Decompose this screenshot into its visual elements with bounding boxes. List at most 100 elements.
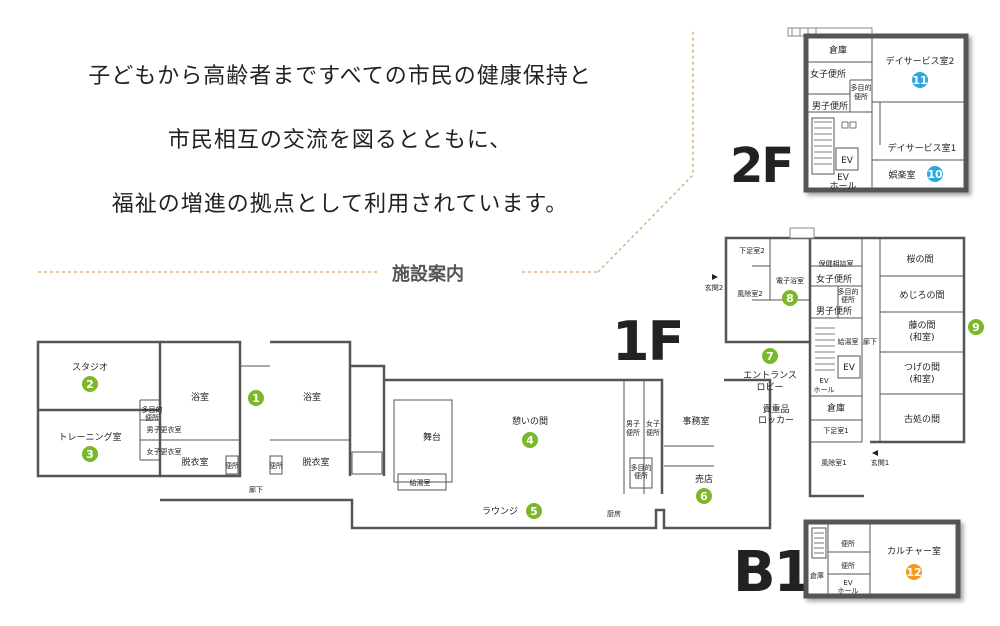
- entrance-door-2-label: 玄関2: [705, 283, 723, 292]
- electric-bath-label: 電子浴室: [776, 276, 804, 285]
- 2f-storage-label: 倉庫: [829, 44, 847, 56]
- svg-text:8: 8: [786, 292, 794, 305]
- floor-2f-plan: 倉庫 女子便所 多目的 便所 男子便所 EV EV ホール デイサービス室2 デ…: [787, 27, 969, 193]
- 2f-ev-hall-label-b: ホール: [829, 181, 856, 192]
- 2f-recreation-label: 娯楽室: [888, 169, 915, 181]
- womens-wc3-label: 女子便所: [816, 273, 852, 285]
- badge-1: 1: [248, 390, 264, 406]
- corridor2-label: 廊下: [863, 337, 877, 346]
- 1f-ev-hall-label-b: ホール: [814, 386, 835, 394]
- svg-text:9: 9: [972, 321, 980, 334]
- intro-line-2: 市民相互の交流を図るとともに、: [167, 128, 513, 153]
- fuji-label-b: (和室): [909, 331, 934, 343]
- kitchen-label: 厨房: [607, 509, 621, 518]
- changing-left-label: 脱衣室: [181, 456, 208, 468]
- badge-2: 2: [82, 376, 98, 392]
- floor-label-2f: 2F: [730, 138, 794, 194]
- 2f-day-service-2-label: デイサービス室2: [886, 55, 955, 67]
- 1f-ev-hall-label-a: EV: [819, 377, 828, 385]
- badge-8: 8: [782, 290, 798, 306]
- mejiro-label: めじろの間: [899, 290, 944, 301]
- womens-wc-label-a: 女子: [646, 419, 660, 428]
- b1-wc-label-b: 便所: [841, 561, 855, 570]
- toilet-b-label: 便所: [269, 461, 283, 470]
- culture-label: カルチャー室: [887, 545, 941, 557]
- windbreak-1-label: 風除室1: [821, 458, 846, 467]
- training-label: トレーニング室: [58, 431, 121, 443]
- 2f-day-service-1-label: デイサービス室1: [888, 142, 957, 154]
- womens-changing-label: 女子更衣室: [147, 447, 182, 456]
- badge-11: 11: [912, 72, 928, 88]
- 2f-mens-wc-label: 男子便所: [812, 100, 848, 112]
- womens-wc-label-b: 便所: [646, 428, 660, 437]
- b1-ev-hall-label-a: EV: [843, 579, 852, 587]
- svg-text:3: 3: [86, 448, 94, 461]
- b1-storage-label: 倉庫: [810, 571, 824, 580]
- svg-text:6: 6: [700, 490, 708, 503]
- 1f-multi-wc-label-a: 多目的: [142, 405, 163, 414]
- 1f-multi-wc-label-b: 便所: [145, 413, 159, 422]
- intro-line-3: 福祉の増進の拠点として利用されています。: [111, 192, 569, 217]
- badge-6: 6: [696, 488, 712, 504]
- 1f-storage-label: 倉庫: [827, 402, 845, 414]
- valuables-label-b: ロッカー: [758, 415, 794, 426]
- toilet-a-label: 便所: [225, 461, 239, 470]
- 2f-multi-wc-label-b: 便所: [854, 92, 868, 101]
- kyutoshitsu-label: 給湯室: [410, 478, 431, 487]
- shoe-room-1-label: 下足室1: [823, 426, 848, 435]
- floor-label-b1: B1: [733, 540, 813, 605]
- fuji-label-a: 藤の間: [908, 319, 935, 331]
- guide-lines: [38, 30, 694, 273]
- tsuge-label-a: つげの間: [904, 362, 940, 373]
- office-label: 事務室: [682, 415, 709, 427]
- bath-right-label: 浴室: [303, 391, 321, 403]
- entrance-door-1-label: 玄関1: [871, 458, 889, 467]
- svg-text:12: 12: [906, 566, 921, 579]
- multi-wc3-label-b: 便所: [841, 295, 855, 304]
- mens-changing-label: 男子更衣室: [147, 425, 182, 434]
- badge-9: 9: [968, 319, 984, 335]
- mens-wc3-label: 男子便所: [816, 305, 852, 317]
- badge-3: 3: [82, 446, 98, 462]
- multi-wc2-label-b: 便所: [634, 471, 648, 480]
- b1-ev-hall-label-b: ホール: [838, 587, 859, 595]
- floor-b1-plan: 倉庫 便所 便所 EV ホール カルチャー室 12: [803, 519, 961, 599]
- intro-line-1: 子どもから高齢者まですべての市民の健康保持と: [88, 64, 592, 89]
- floor-1f-plan: スタジオ トレーニング室 多目的 便所 男子更衣室 女子更衣室 浴室 浴室 脱衣…: [36, 227, 984, 530]
- badge-7: 7: [762, 348, 778, 364]
- badge-10: 10: [927, 166, 943, 182]
- corridor-label: 廊下: [249, 485, 263, 494]
- badge-4: 4: [522, 432, 538, 448]
- svg-text:5: 5: [530, 505, 538, 518]
- stage-label: 舞台: [423, 431, 441, 443]
- 2f-ev-hall-label-a: EV: [837, 173, 850, 183]
- health-consult-label: 保健相談室: [819, 259, 854, 268]
- kokihan-label: 古処の間: [904, 413, 940, 425]
- 2f-multi-wc-label-a: 多目的: [851, 83, 872, 92]
- mens-wc-label-a: 男子: [626, 420, 640, 428]
- sakura-label: 桜の間: [906, 253, 933, 265]
- lounge-label: ラウンジ: [482, 506, 518, 517]
- tsuge-label-b: (和室): [909, 373, 934, 385]
- svg-text:10: 10: [927, 168, 943, 181]
- svg-text:7: 7: [766, 350, 774, 363]
- 1f-ev-label: EV: [843, 363, 856, 373]
- windbreak-2-label: 風除室2: [737, 289, 762, 298]
- entrance-label-b: ロビー: [756, 382, 783, 393]
- shop-label: 売店: [695, 473, 713, 485]
- changing-right-label: 脱衣室: [302, 456, 329, 468]
- badge-5: 5: [526, 503, 542, 519]
- floor-label-1f: 1F: [612, 310, 684, 373]
- svg-text:11: 11: [912, 74, 927, 87]
- studio-label: スタジオ: [72, 362, 108, 373]
- entrance-arrows: [712, 274, 878, 456]
- valuables-label-a: 貴重品: [762, 403, 789, 415]
- svg-text:1: 1: [252, 392, 260, 405]
- svg-text:4: 4: [526, 434, 534, 447]
- svg-text:2: 2: [86, 378, 94, 391]
- multi-wc2-label-a: 多目的: [631, 463, 652, 472]
- entrance-label-a: エントランス: [743, 370, 797, 381]
- b1-wc-label-a: 便所: [841, 539, 855, 548]
- kyutoshitsu2-label: 給湯室: [838, 337, 859, 346]
